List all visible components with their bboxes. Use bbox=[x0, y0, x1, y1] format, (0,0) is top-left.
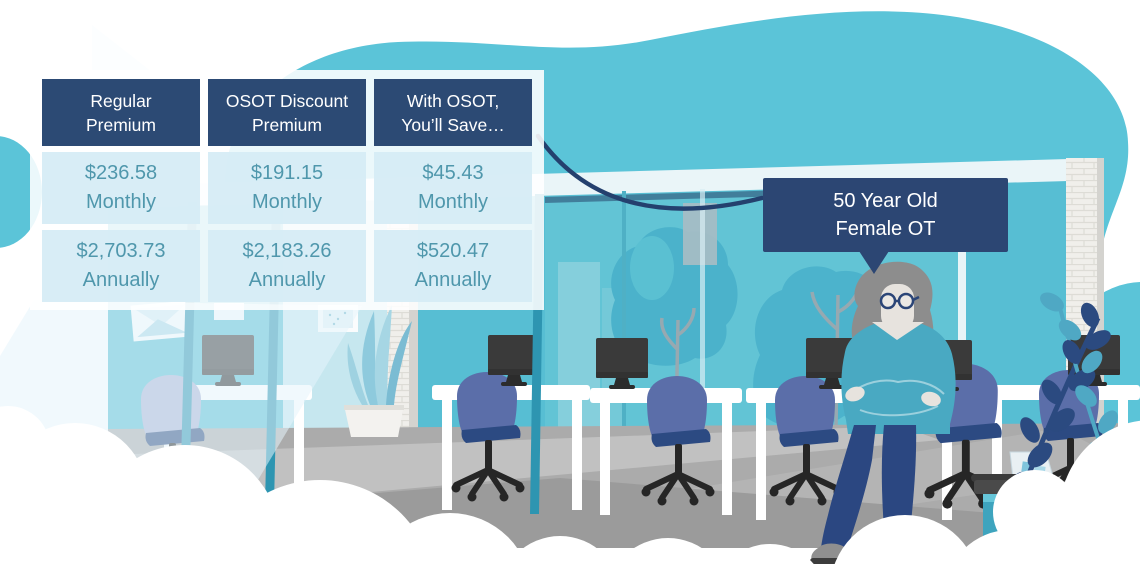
header-line: OSOT Discount bbox=[225, 90, 349, 111]
cell-savings-monthly: $45.43 Monthly bbox=[374, 152, 532, 224]
header-line: With OSOT, bbox=[406, 90, 500, 111]
period-label: Annually bbox=[414, 269, 492, 291]
face bbox=[881, 284, 914, 330]
period-label: Annually bbox=[248, 269, 326, 291]
period-label: Monthly bbox=[417, 191, 489, 213]
clouds bbox=[0, 406, 1140, 570]
column-osot-discount-premium: OSOT Discount Premium $191.15 Monthly $2… bbox=[208, 79, 366, 303]
potted-plant-icon bbox=[344, 305, 412, 437]
cell-regular-monthly: $236.58 Monthly bbox=[42, 152, 200, 224]
cloud-icon bbox=[207, 480, 433, 570]
chair-silhouette bbox=[630, 236, 674, 300]
period-label: Annually bbox=[82, 269, 160, 291]
period-label: Monthly bbox=[251, 191, 323, 213]
cloud-icon bbox=[832, 515, 978, 570]
table-header-regular-premium: Regular Premium bbox=[42, 79, 200, 146]
cell-discount-annual: $2,183.26 Annually bbox=[208, 230, 366, 302]
cell-savings-annual: $520.47 Annually bbox=[374, 230, 532, 302]
header-line: Premium bbox=[85, 114, 156, 135]
column-regular-premium: Regular Premium $236.58 Monthly $2,703.7… bbox=[42, 79, 200, 303]
premium-comparison-table: Regular Premium $236.58 Monthly $2,703.7… bbox=[30, 70, 544, 310]
table-header-savings: With OSOT, You’ll Save… bbox=[374, 79, 532, 146]
header-line: You’ll Save… bbox=[401, 114, 505, 135]
cell-regular-annual: $2,703.73 Annually bbox=[42, 230, 200, 302]
cell-discount-monthly: $191.15 Monthly bbox=[208, 152, 366, 224]
sweater bbox=[841, 322, 956, 434]
premium-value: $236.58 bbox=[84, 162, 158, 184]
premium-value: $191.15 bbox=[250, 162, 324, 184]
table-header-osot-discount: OSOT Discount Premium bbox=[208, 79, 366, 146]
header-line: Regular bbox=[90, 90, 152, 111]
cloud-icon bbox=[1060, 420, 1140, 570]
glasses-icon bbox=[879, 292, 920, 310]
premium-value: $2,183.26 bbox=[242, 240, 332, 262]
hand bbox=[921, 391, 941, 407]
period-label: Monthly bbox=[85, 191, 157, 213]
premium-value: $520.47 bbox=[416, 240, 490, 262]
cloud-icon bbox=[721, 544, 819, 570]
cloud-icon bbox=[613, 538, 723, 570]
leafy-plant-icon bbox=[1006, 292, 1131, 523]
white-sail-shape bbox=[92, 25, 152, 80]
cloud-icon bbox=[504, 536, 616, 570]
header-line: Premium bbox=[251, 114, 322, 135]
callout-bubble: 50 Year Old Female OT bbox=[763, 178, 1008, 274]
cloud-icon bbox=[371, 513, 529, 570]
column-savings: With OSOT, You’ll Save… $45.43 Monthly $… bbox=[374, 79, 532, 303]
premium-value: $45.43 bbox=[422, 162, 484, 184]
premium-value: $2,703.73 bbox=[76, 240, 166, 262]
hand bbox=[845, 386, 865, 402]
woman-character bbox=[810, 261, 956, 564]
callout-line: Female OT bbox=[835, 218, 936, 240]
callout-line: 50 Year Old bbox=[833, 190, 938, 212]
bubble-tail bbox=[859, 251, 889, 274]
